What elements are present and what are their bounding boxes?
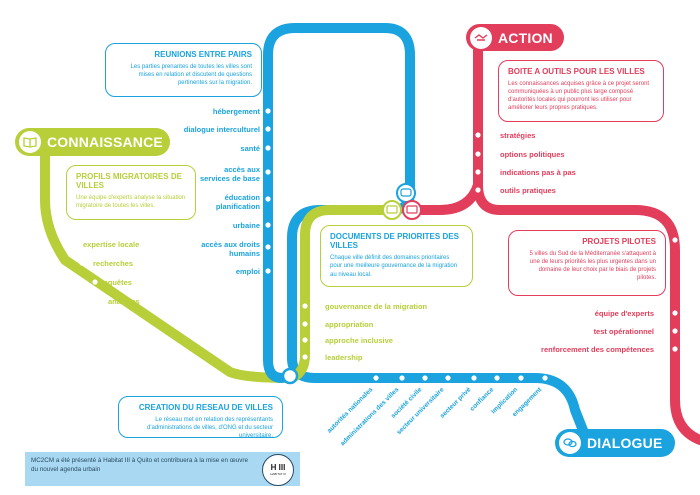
blue-line-branch [263, 70, 287, 383]
blue-stop-label: emploi [235, 267, 260, 276]
habitat-logo-sub: HABITAT III [270, 472, 286, 476]
blue-stop-label: accès aux services de base [199, 165, 260, 183]
blue-stop-label: urbaine [232, 221, 260, 230]
red-stop-label: outils pratiques [500, 186, 556, 195]
profils-text: Une équipe d'experts analyse la situatio… [76, 195, 186, 210]
creation-title: CREATION DU RESEAU DE VILLES [138, 403, 273, 412]
red-line [473, 45, 700, 445]
boite-title: BOITE A OUTILS POUR LES VILLES [508, 67, 645, 76]
projets-box: PROJETS PILOTES 5 villes du Sud de la Mé… [508, 230, 666, 296]
red-stop-label: indications pas à pas [500, 168, 576, 177]
dialogue-pill: DIALOGUE [555, 429, 675, 457]
green-stop-label: gouvernance de la migration [325, 302, 428, 311]
blue-stop-label: hébergement [212, 107, 260, 116]
connaissance-pill: CONNAISSANCE [15, 128, 170, 156]
green-stop-label: enquêtes [99, 278, 132, 287]
speech-bubbles-icon [559, 432, 581, 454]
green-stop-label: leadership [325, 353, 363, 362]
footer-banner: MC2CM a été présenté à Habitat III à Qui… [25, 452, 300, 486]
documents-text: Chaque ville définit des domaines priori… [330, 255, 458, 278]
creation-box: CREATION DU RESEAU DE VILLES Le réseau m… [118, 396, 283, 440]
action-pill: ACTION [466, 24, 564, 51]
footer-text: MC2CM a été présenté à Habitat III à Qui… [31, 457, 248, 473]
junction-station [281, 367, 299, 385]
green-stop-label: analyses [108, 297, 140, 306]
red-stop-label: stratégies [500, 131, 536, 140]
projets-title: PROJETS PILOTES [582, 237, 656, 246]
blue-stop-label: dialogue interculturel [183, 125, 260, 134]
documents-title: DOCUMENTS DE PRIORITES DES VILLES [330, 232, 459, 251]
projets-text: 5 villes du Sud de la Méditerranée s'att… [529, 251, 656, 282]
habitat-logo: H III HABITAT III [262, 454, 294, 486]
profils-box: PROFILS MIGRATOIRES DE VILLES Une équipe… [66, 165, 196, 220]
book-icon [19, 131, 41, 153]
profils-title: PROFILS MIGRATOIRES DE VILLES [76, 172, 182, 191]
red-stop-label: test opérationnel [593, 327, 654, 336]
blue-stop-label: éducation planification [215, 193, 260, 211]
red-stop-label: équipe d'experts [594, 309, 654, 318]
reunions-box: REUNIONS ENTRE PAIRS Les parties prenant… [105, 43, 262, 97]
green-line-left [40, 135, 295, 383]
connaissance-title: CONNAISSANCE [47, 134, 163, 150]
creation-text: Le réseau met en relation des représenta… [146, 417, 273, 440]
blue-stop-label: santé [240, 144, 260, 153]
red-line-link [420, 183, 483, 215]
boite-text: Les connaissances acquises grâce à ce pr… [508, 81, 650, 112]
habitat-logo-mark: H III [270, 463, 286, 472]
reunions-text: Les parties prenantes de toutes les vill… [130, 64, 252, 87]
hub-icons [382, 183, 422, 220]
dialogue-title: DIALOGUE [587, 435, 663, 451]
green-stop-label: recherches [93, 259, 134, 268]
green-stop-label: expertise locale [83, 240, 140, 249]
handshake-icon [470, 26, 492, 49]
red-stop-label: options politiques [500, 150, 565, 159]
green-stop-label: approche inclusive [325, 336, 393, 345]
reunions-title: REUNIONS ENTRE PAIRS [154, 50, 252, 59]
blue-stop-label: accès aux droits humains [201, 240, 260, 258]
boite-box: BOITE A OUTILS POUR LES VILLES Les conna… [498, 60, 664, 122]
red-stop-label: renforcement des compétences [541, 345, 654, 354]
action-title: ACTION [498, 29, 553, 46]
green-stop-label: appropriation [325, 320, 374, 329]
green-line-mid [287, 205, 397, 383]
documents-box: DOCUMENTS DE PRIORITES DES VILLES Chaque… [320, 225, 473, 287]
